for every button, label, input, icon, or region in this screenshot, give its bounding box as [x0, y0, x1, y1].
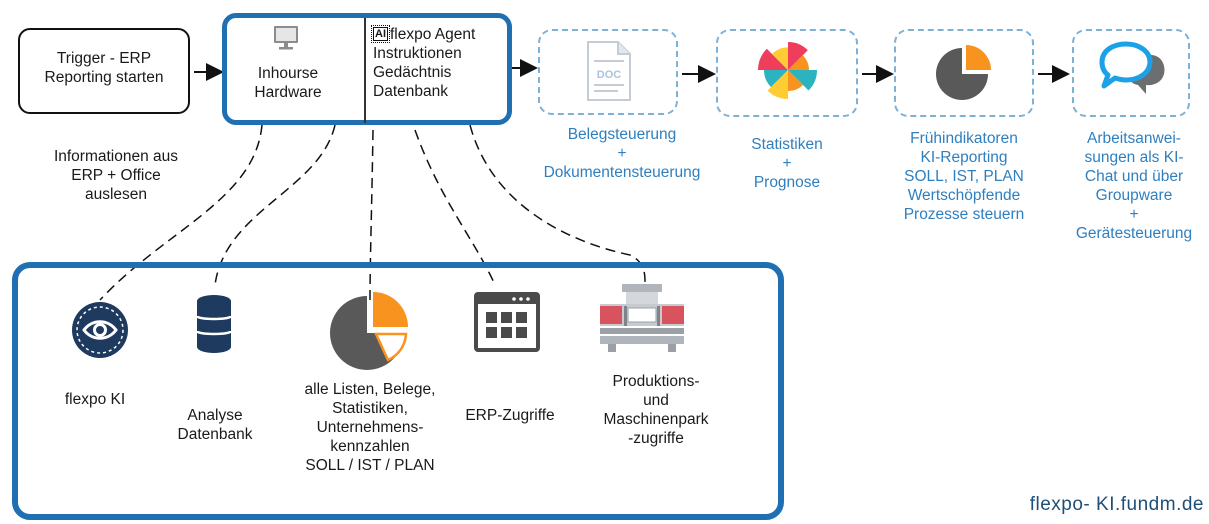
pie-chart-icon-small	[936, 45, 991, 100]
eye-badge-icon	[72, 302, 128, 358]
trigger-box: Trigger - ERP Reporting starten	[18, 28, 190, 114]
step2-label: Statistiken + Prognose	[751, 136, 823, 191]
trigger-line1: Trigger - ERP	[56, 50, 152, 67]
agent-box	[222, 13, 512, 125]
agent-divider	[364, 18, 366, 123]
database-icon	[196, 295, 232, 353]
agent-line3: Gedächtnis	[373, 64, 452, 81]
doc-label: DOC	[597, 69, 622, 81]
dash-line-listen	[369, 129, 374, 301]
machine-saw-icon	[600, 284, 684, 352]
rose-chart-icon	[758, 42, 817, 99]
item-analyse-label: Analyse Datenbank	[177, 407, 253, 443]
item-produktion-label: Produktions- und Maschinenpark -zugriffe	[603, 373, 709, 447]
item-listen-label: alle Listen, Belege, Statistiken, Untern…	[304, 381, 436, 474]
bottom-container	[12, 262, 784, 520]
agent-title: flexpo Agent	[390, 26, 476, 43]
dash-line-erp	[414, 129, 496, 286]
agent-line4: Datenbank	[373, 83, 448, 100]
read-info-text: Informationen aus ERP + Office auslesen	[53, 148, 179, 203]
hardware-label: Inhourse Hardware	[254, 65, 322, 101]
monitor-icon	[274, 26, 298, 50]
dash-line-analyse	[214, 124, 336, 286]
step3-box	[894, 29, 1034, 117]
app-window-icon	[474, 292, 540, 352]
footer-url[interactable]: flexpo- KI.fundm.de	[1029, 494, 1204, 515]
item-erp-label: ERP-Zugriffe	[465, 407, 555, 424]
document-icon: DOC	[587, 41, 631, 101]
item-flexpo-ki-label: flexpo KI	[64, 391, 126, 408]
trigger-line2: Reporting starten	[44, 69, 164, 86]
ai-chip-icon: AI	[371, 25, 390, 43]
chat-bubbles-icon	[1099, 41, 1165, 94]
pie-chart-icon-large	[330, 292, 408, 370]
dash-line-produktion	[469, 124, 646, 283]
agent-line2: Instruktionen	[373, 45, 462, 62]
step4-label: Arbeitsanwei- sungen als KI- Chat und üb…	[1075, 130, 1193, 242]
step1-label: Belegsteuerung + Dokumentensteuerung	[543, 126, 701, 181]
step3-label: Frühindikatoren KI-Reporting SOLL, IST, …	[903, 130, 1025, 223]
dash-line-flexpo-ki	[99, 124, 263, 301]
